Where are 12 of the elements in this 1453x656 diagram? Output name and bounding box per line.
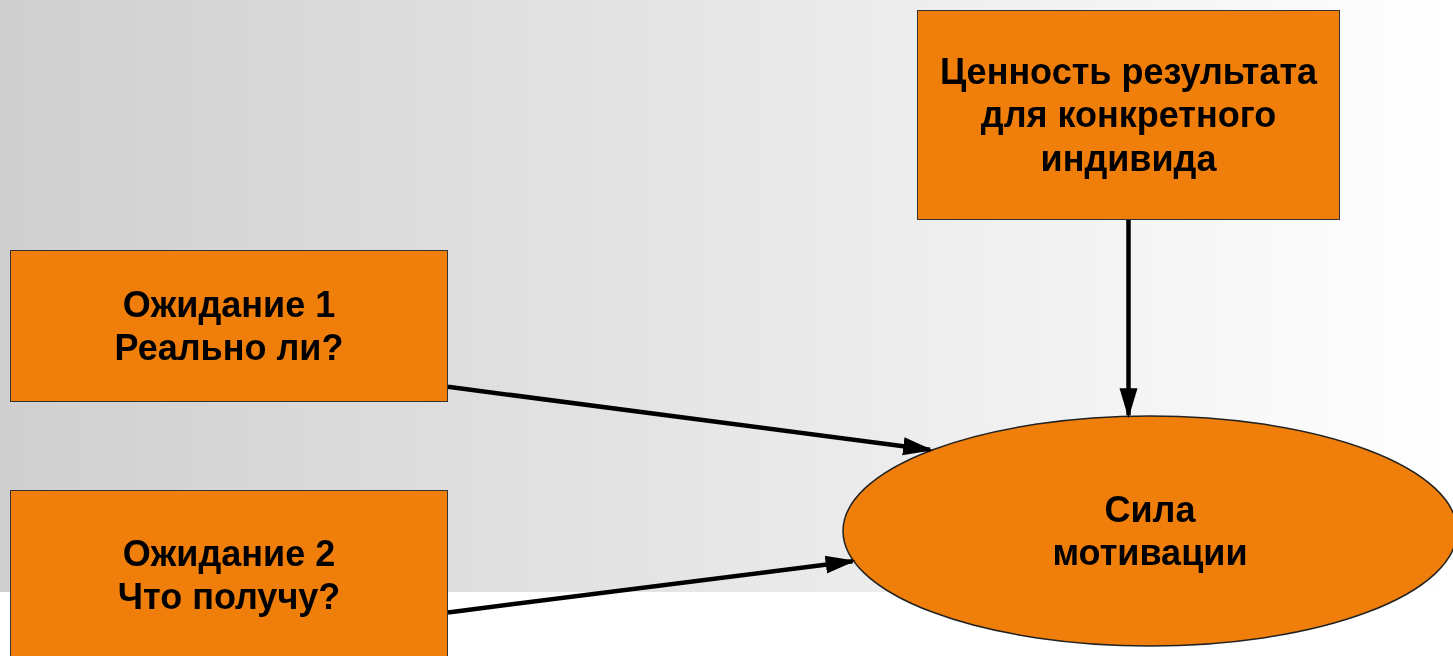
node-text: Ценность результата для конкретного индивида — [938, 50, 1319, 180]
node-text: Что получу? — [117, 575, 341, 619]
node-text: Ожидание 1 — [122, 282, 336, 326]
arrow — [447, 555, 856, 615]
arrow — [1119, 220, 1138, 419]
process-box — [917, 10, 1340, 220]
arrow — [447, 384, 934, 456]
node-text: Реально ли? — [114, 326, 344, 370]
node-text: Сила мотивации — [1051, 487, 1249, 575]
process-box — [10, 490, 448, 656]
node-text: Ожидание 2 — [122, 531, 336, 575]
process-box — [10, 250, 448, 402]
